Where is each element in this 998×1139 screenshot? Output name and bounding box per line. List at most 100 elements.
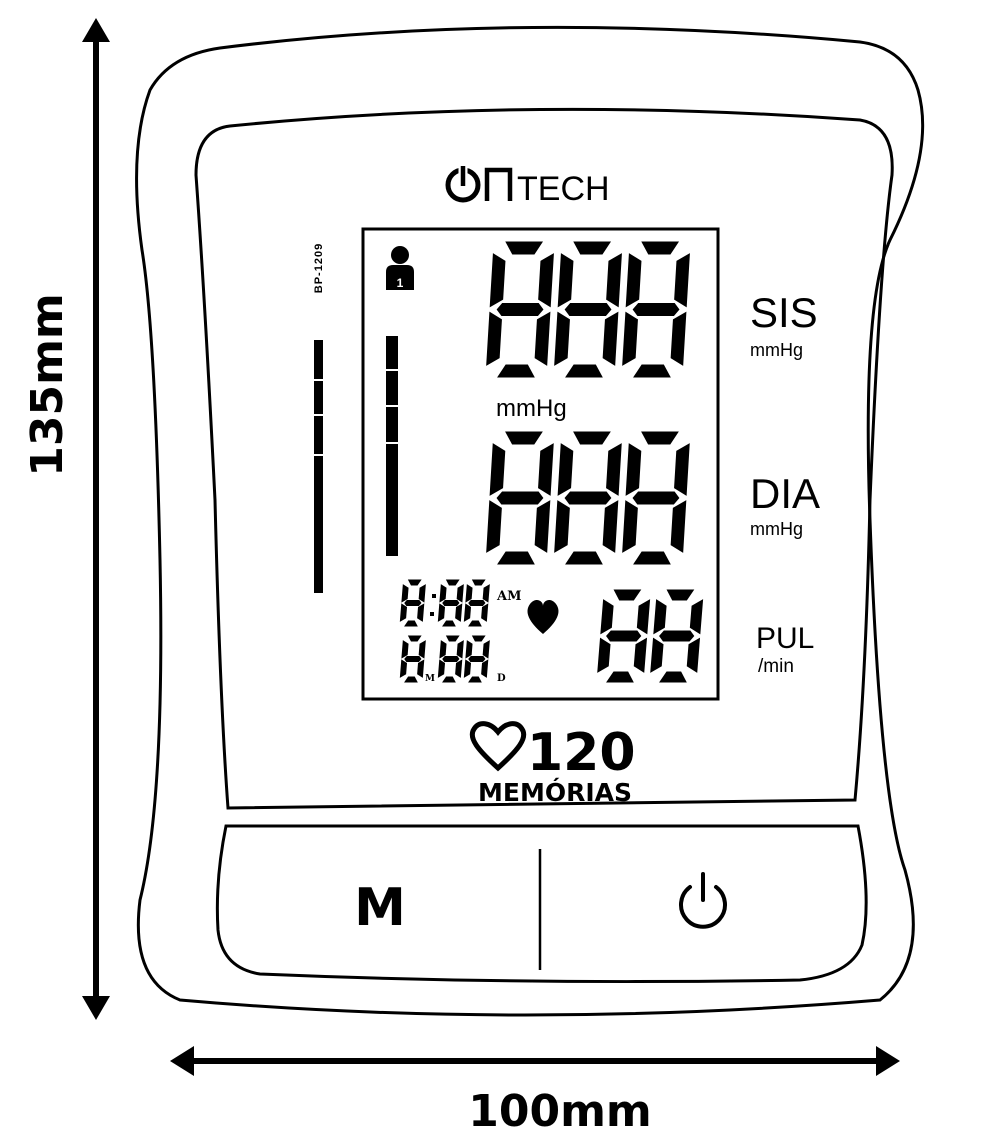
segment-c: [534, 311, 551, 366]
heart-icon: [527, 599, 559, 634]
memory-button[interactable]: M: [228, 850, 538, 970]
segment-a: [505, 431, 543, 445]
brand-n-glyph: [484, 167, 513, 201]
segment-e: [622, 311, 638, 366]
diastolic-digits: [486, 431, 690, 565]
segment-a: [505, 241, 544, 255]
segment-b: [636, 599, 651, 635]
memory-button-label: M: [354, 878, 406, 938]
segment-d: [659, 671, 687, 683]
segment-f: [557, 253, 574, 308]
segment-c: [534, 500, 551, 553]
segment-d: [497, 551, 535, 565]
segment-g: [632, 491, 680, 505]
segment-g: [404, 600, 422, 606]
segment-b: [689, 599, 704, 635]
am-label: AM: [496, 589, 521, 604]
reading-labels: SIS mmHg DIA mmHg PUL /min: [750, 289, 820, 677]
segment-c: [455, 603, 463, 622]
segment-f: [625, 253, 642, 308]
segment-f: [653, 599, 667, 635]
pressure-scale-inner: [385, 336, 399, 556]
segment-c: [417, 659, 425, 678]
segment-f: [489, 253, 506, 308]
clock-colon-dot: [430, 612, 434, 616]
segment-b: [674, 253, 690, 308]
width-label: 100mm: [468, 1086, 652, 1137]
segment-a: [573, 241, 612, 255]
memory-badge: 120 MEMÓRIAS: [469, 721, 636, 807]
segment-a: [471, 579, 486, 586]
segment-f: [465, 584, 473, 603]
segment-g: [564, 491, 612, 505]
diastolic-digit-1: [486, 431, 554, 565]
user-icon: 1: [386, 246, 414, 290]
segment-e: [622, 500, 638, 553]
segment-a: [445, 579, 460, 586]
button-panel: [215, 824, 868, 984]
dia-label: DIA: [750, 470, 820, 517]
segment-b: [606, 443, 622, 496]
memory-count: 120: [527, 723, 636, 783]
width-arrow-left: [170, 1046, 194, 1076]
device-outer-shell: [135, 25, 925, 1017]
segment-e: [597, 637, 611, 673]
model-number: BP-1209: [313, 243, 325, 293]
segment-g: [468, 600, 486, 606]
brand-logo: TECH: [445, 164, 610, 208]
pulse-digit-1: [597, 589, 651, 683]
clock-hour-digit-1: [399, 579, 426, 627]
date-day-digit-2: [463, 635, 490, 683]
segment-c: [686, 637, 701, 673]
month-label: M: [425, 674, 435, 684]
brand-text: TECH: [517, 170, 610, 208]
segment-e: [399, 603, 408, 622]
height-dimension: 135mm: [22, 18, 110, 1020]
segment-d: [633, 364, 671, 378]
sys-unit-label: mmHg: [750, 340, 803, 360]
pulse-digits: [597, 589, 704, 683]
screen-unit-label: mmHg: [496, 395, 567, 422]
segment-b: [538, 253, 554, 308]
segment-e: [463, 659, 472, 678]
clock-minute-digit-2: [463, 579, 490, 627]
segment-e: [437, 659, 446, 678]
segment-g: [404, 656, 422, 662]
width-dimension: 100mm: [170, 1046, 900, 1137]
segment-c: [481, 603, 489, 622]
segment-e: [399, 659, 408, 678]
power-button[interactable]: [542, 850, 860, 970]
lcd-screen: [361, 227, 720, 701]
segment-b: [482, 584, 490, 603]
memory-label: MEMÓRIAS: [478, 777, 632, 807]
segment-d: [468, 620, 482, 627]
diastolic-digit-3: [622, 431, 690, 565]
systolic-digit-3: [622, 241, 690, 378]
systolic-digit-1: [486, 241, 554, 378]
segment-d: [404, 620, 418, 627]
segment-g: [468, 656, 486, 662]
height-arrow-bottom: [82, 996, 110, 1020]
power-icon: [679, 872, 727, 929]
segment-a: [445, 635, 460, 642]
segment-d: [565, 364, 603, 378]
segment-d: [442, 676, 456, 683]
segment-f: [465, 640, 473, 659]
segment-c: [602, 500, 619, 553]
segment-e: [554, 500, 570, 553]
segment-c: [670, 500, 687, 553]
segment-f: [557, 443, 574, 496]
segment-a: [573, 431, 611, 445]
segment-e: [437, 603, 446, 622]
segment-b: [456, 584, 464, 603]
memory-heart-icon: [469, 721, 527, 772]
width-arrow-right: [876, 1046, 900, 1076]
device-body: [135, 25, 925, 1017]
segment-b: [482, 640, 490, 659]
segment-c: [481, 659, 489, 678]
segment-g: [442, 656, 460, 662]
segment-g: [496, 303, 544, 316]
segment-g: [496, 491, 544, 505]
segment-a: [407, 635, 422, 642]
